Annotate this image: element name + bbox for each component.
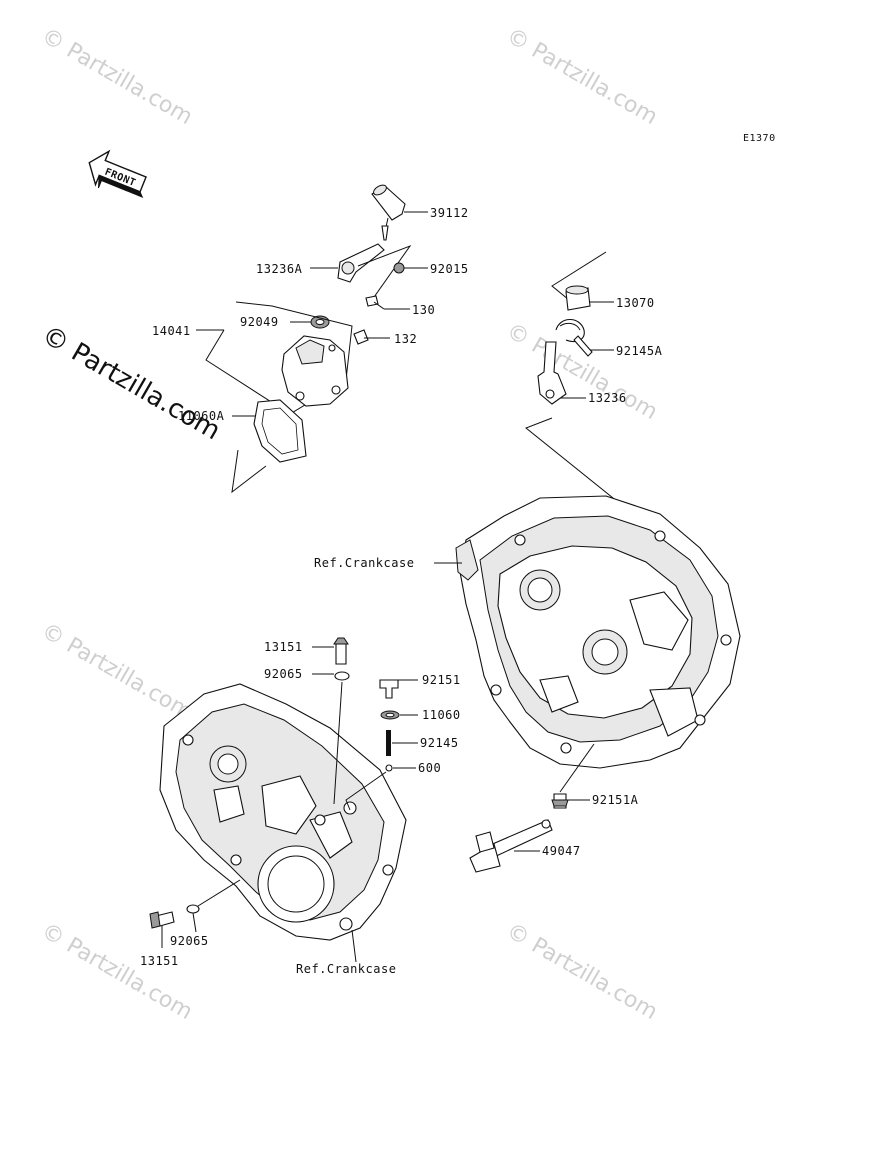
part-label-132: 132 <box>394 332 417 346</box>
shift-shaft-assembly <box>525 251 701 569</box>
watermark-tile: © Partzilla.com <box>37 619 197 726</box>
part-label-92065-upper: 92065 <box>264 667 303 681</box>
part-label-600: 600 <box>418 761 441 775</box>
part-label-13151-lower: 13151 <box>140 954 179 968</box>
part-label-92145a: 92145A <box>616 344 663 358</box>
part-label-92145: 92145 <box>420 736 459 750</box>
diagram-code: E1370 <box>743 133 776 144</box>
part-label-92151: 92151 <box>422 673 461 687</box>
small-parts <box>149 637 595 963</box>
crankcase-right <box>434 495 741 769</box>
part-label-39112: 39112 <box>430 206 469 220</box>
part-label-14041: 14041 <box>152 324 191 338</box>
watermark-tile: © Partzilla.com <box>502 919 662 1026</box>
shift-lever-assembly <box>196 184 428 494</box>
part-label-13236a: 13236A <box>256 262 303 276</box>
crankcase-left <box>159 683 407 941</box>
watermark-main: © Partzilla.com <box>37 320 226 446</box>
part-label-92151a: 92151A <box>592 793 639 807</box>
watermark-tile: © Partzilla.com <box>502 24 662 131</box>
part-label-13070: 13070 <box>616 296 655 310</box>
part-label-92015: 92015 <box>430 262 469 276</box>
part-label-49047: 49047 <box>542 844 581 858</box>
part-labels: 39112 13236A 92015 130 14041 92049 132 1… <box>140 206 663 976</box>
part-label-11060: 11060 <box>422 708 461 722</box>
part-label-13236: 13236 <box>588 391 627 405</box>
part-label-130: 130 <box>412 303 435 317</box>
part-label-ref-crankcase-upper: Ref.Crankcase <box>314 556 414 570</box>
front-arrow-icon: FRONT <box>88 149 147 198</box>
part-label-11060a: 11060A <box>178 409 225 423</box>
watermark-tile: © Partzilla.com <box>37 24 197 131</box>
part-label-ref-crankcase-lower: Ref.Crankcase <box>296 962 396 976</box>
part-label-92065-lower: 92065 <box>170 934 209 948</box>
part-label-92049: 92049 <box>240 315 279 329</box>
part-label-13151-upper: 13151 <box>264 640 303 654</box>
